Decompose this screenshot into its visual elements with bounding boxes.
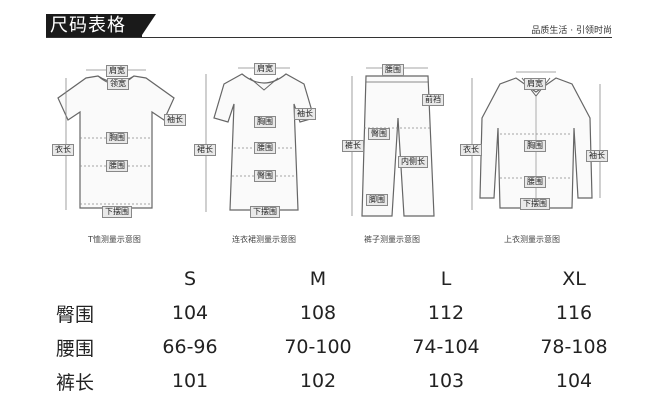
tag-hem: 下摆围 [520, 198, 550, 210]
size-header-row: S M L XL [46, 262, 638, 296]
tag-sleeve-length: 袖长 [586, 150, 608, 162]
table-cell: 70-100 [284, 336, 352, 358]
table-cell: 116 [555, 302, 593, 324]
table-cell: 112 [427, 302, 465, 324]
size-col-header: M [309, 268, 327, 290]
table-row: 裤长 101 102 103 104 [46, 364, 638, 398]
size-table: S M L XL 臀围 104 108 112 116 腰围 66-96 70-… [46, 262, 638, 398]
table-cell: 66-96 [162, 336, 218, 358]
header: 尺码表格 品质生活 · 引领时尚 [0, 0, 662, 44]
tag-sleeve-length: 袖长 [294, 108, 316, 120]
header-divider [46, 37, 612, 38]
tag-waist: 腰围 [106, 160, 128, 172]
measurement-diagrams: 肩宽 领宽 袖长 衣长 胸围 腰围 下摆围 T恤测量示意图 肩宽 袖长 胸围 裙… [46, 48, 612, 248]
shirt-diagram: 肩宽 衣长 胸围 袖长 腰围 下摆围 上衣测量示意图 [460, 48, 612, 248]
table-row: 臀围 104 108 112 116 [46, 296, 638, 330]
table-cell: 104 [555, 370, 593, 392]
dress-caption: 连衣裙测量示意图 [232, 235, 296, 244]
table-cell: 74-104 [412, 336, 480, 358]
tag-dress-length: 裙长 [194, 144, 216, 156]
tag-collar-width: 领宽 [107, 78, 129, 90]
tshirt-caption: T恤测量示意图 [88, 235, 141, 244]
tag-shoulder-width: 肩宽 [254, 63, 276, 75]
pants-caption: 裤子测量示意图 [364, 235, 420, 244]
dress-illustration [205, 67, 315, 212]
page-title: 尺码表格 [46, 14, 142, 38]
tag-length: 衣长 [52, 144, 74, 156]
row-label: 腰围 [56, 337, 95, 360]
size-col-header: S [183, 268, 197, 290]
row-label: 臀围 [56, 303, 95, 326]
tag-leg-opening: 脚围 [366, 194, 388, 206]
table-cell: 108 [299, 302, 337, 324]
table-cell: 103 [427, 370, 465, 392]
table-cell: 78-108 [540, 336, 608, 358]
table-row: 腰围 66-96 70-100 74-104 78-108 [46, 330, 638, 364]
tshirt-diagram: 肩宽 领宽 袖长 衣长 胸围 腰围 下摆围 T恤测量示意图 [46, 48, 186, 248]
title-decoration [140, 14, 156, 38]
row-label: 裤长 [56, 371, 95, 394]
tag-pants-length: 裤长 [342, 140, 364, 152]
table-cell: 102 [299, 370, 337, 392]
tag-sleeve-length: 袖长 [164, 114, 186, 126]
tag-waist: 腰围 [382, 64, 404, 76]
tag-hip: 臀围 [254, 170, 276, 182]
tag-length: 衣长 [460, 144, 482, 156]
tag-shoulder-width: 肩宽 [524, 78, 546, 90]
tag-hip: 臀围 [368, 128, 390, 140]
pants-diagram: 腰围 前裆 臀围 裤长 内侧长 脚围 裤子测量示意图 [342, 48, 452, 248]
tag-chest: 胸围 [254, 116, 276, 128]
size-col-header: XL [562, 268, 586, 290]
size-col-header: L [440, 268, 452, 290]
tag-chest: 胸围 [524, 140, 546, 152]
tag-hem: 下摆围 [250, 206, 280, 218]
table-cell: 104 [171, 302, 209, 324]
tag-front-rise: 前裆 [422, 94, 444, 106]
slogan: 品质生活 · 引领时尚 [531, 26, 612, 36]
tag-hem: 下摆围 [102, 206, 132, 218]
tag-waist: 腰围 [254, 142, 276, 154]
tag-waist: 腰围 [524, 176, 546, 188]
corner-cell [46, 262, 126, 296]
dress-diagram: 肩宽 袖长 胸围 裙长 腰围 臀围 下摆围 连衣裙测量示意图 [194, 48, 334, 248]
shirt-caption: 上衣测量示意图 [504, 235, 560, 244]
tag-inseam: 内侧长 [398, 156, 428, 168]
tag-chest: 胸围 [106, 132, 128, 144]
table-cell: 101 [171, 370, 209, 392]
tag-shoulder-width: 肩宽 [106, 65, 128, 77]
